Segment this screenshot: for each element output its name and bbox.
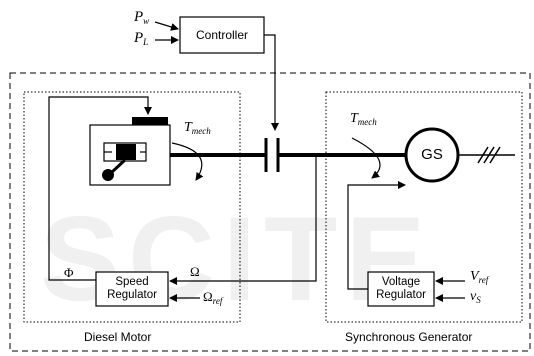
pl-label: PL	[134, 30, 149, 47]
outer-system-boundary	[9, 72, 531, 352]
engine-crank	[102, 169, 114, 181]
phi-label: Φ	[64, 265, 74, 280]
controller-output-line	[264, 34, 279, 131]
omega-feedback-line	[169, 155, 317, 285]
voltage-regulator-box	[367, 271, 435, 307]
controller-label: Controller	[195, 28, 249, 42]
synchronous-generator-box	[325, 91, 523, 323]
vref-label: Vref	[470, 269, 489, 285]
synchronous-generator-caption: Synchronous Generator	[345, 330, 473, 344]
engine-piston	[116, 144, 136, 160]
generator-torque-label: Tmech	[350, 111, 377, 127]
voltage-regulator-label: Voltage Regulator	[376, 276, 426, 301]
vs-label: vS	[470, 289, 481, 305]
diesel-motor-caption: Diesel Motor	[84, 330, 152, 344]
omega-ref-label: Ωref	[203, 289, 223, 306]
voltage-regulator-output	[347, 181, 406, 290]
speed-regulator-box	[95, 271, 169, 307]
engine-crank-rod	[110, 158, 127, 174]
pw-label: Pw	[134, 9, 150, 26]
generator-torque-arrow	[351, 137, 381, 179]
engine-actuator	[132, 117, 168, 125]
speed-regulator-label: Speed Regulator	[107, 276, 157, 301]
diesel-torque-label: Tmech	[184, 120, 211, 136]
pw-input-arrow	[154, 21, 179, 31]
diesel-motor-box	[23, 91, 241, 323]
generator-gs-label: GS	[421, 146, 443, 163]
controller-box	[179, 16, 265, 54]
omega-label: Ω	[190, 264, 200, 279]
diesel-torque-arrow	[171, 142, 204, 181]
phi-feedback-line	[48, 96, 152, 281]
